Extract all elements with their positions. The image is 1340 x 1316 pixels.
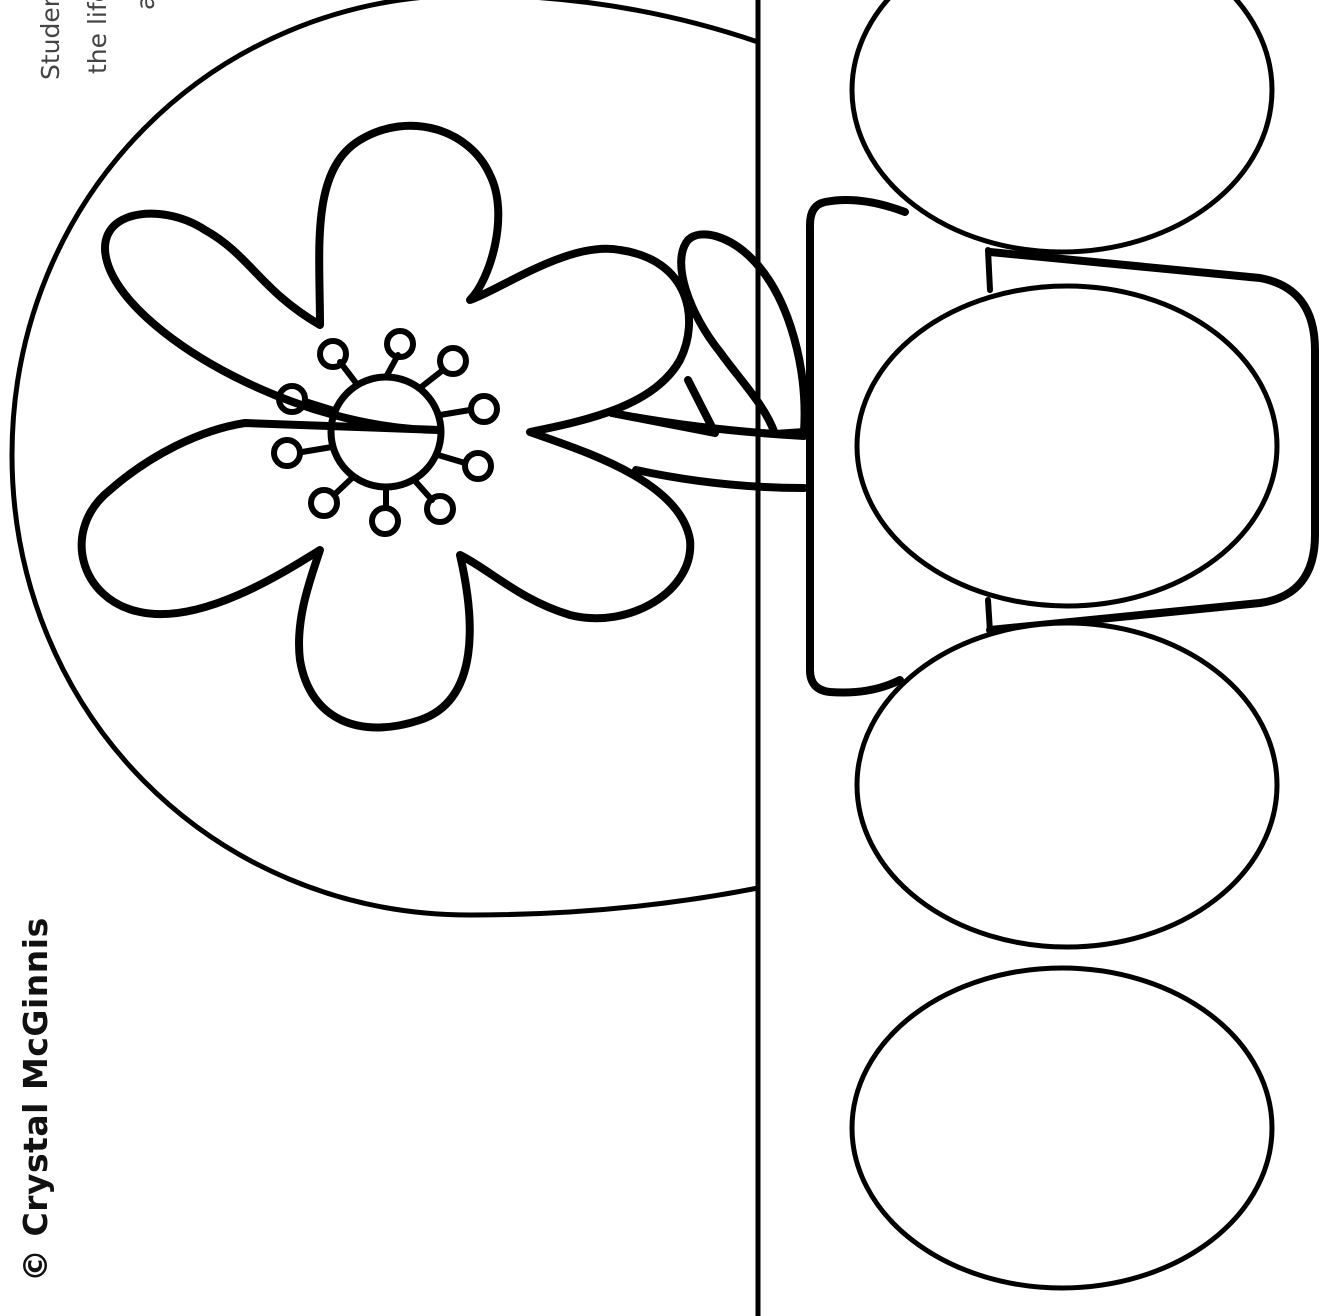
flower-panel-outline xyxy=(12,0,758,915)
answer-oval-2[interactable] xyxy=(857,286,1277,606)
flower-stamens xyxy=(274,331,497,534)
instruction-text-line-3: a xyxy=(131,0,160,10)
instruction-text-line-2: the life xyxy=(83,0,112,74)
instruction-text-line-1: Student xyxy=(36,0,65,80)
pot-tab-seam-bottom xyxy=(988,600,990,632)
answer-oval-3[interactable] xyxy=(857,623,1277,947)
answer-oval-1[interactable] xyxy=(852,0,1272,252)
copyright-label: © Crystal McGinnis xyxy=(16,917,55,1282)
answer-oval-4[interactable] xyxy=(852,968,1272,1288)
flower-petals xyxy=(82,126,691,728)
pot-tab-seam-top xyxy=(988,250,990,290)
